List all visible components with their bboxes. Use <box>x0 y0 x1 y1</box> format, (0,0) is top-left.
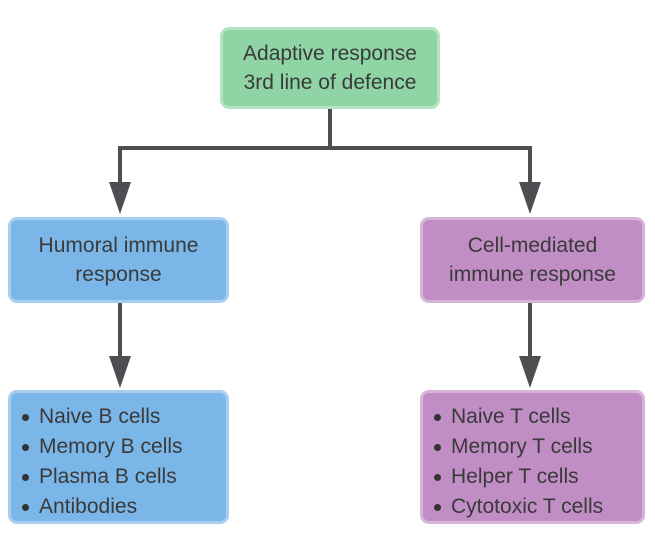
humoral-response-box: Humoral immune response <box>8 217 229 303</box>
list-item: Cytotoxic T cells <box>434 492 645 522</box>
arrowhead-humoral <box>109 182 131 214</box>
list-item: Naive T cells <box>434 402 645 432</box>
arrowhead-humoral-list <box>109 356 131 388</box>
bullet-icon <box>434 443 441 451</box>
t-cell-list-box: Naive T cells Memory T cells Helper T ce… <box>420 390 645 524</box>
list-item: Naive B cells <box>22 402 229 432</box>
list-item: Memory T cells <box>434 432 645 462</box>
list-item: Plasma B cells <box>22 462 229 492</box>
list-item: Helper T cells <box>434 462 645 492</box>
list-item: Antibodies <box>22 492 229 522</box>
list-item-label: Naive B cells <box>39 405 161 428</box>
list-item-label: Plasma B cells <box>39 465 177 488</box>
t-cell-list: Naive T cells Memory T cells Helper T ce… <box>420 390 645 522</box>
list-item-label: Naive T cells <box>451 405 571 428</box>
arrowhead-cell-mediated <box>519 182 541 214</box>
bullet-icon <box>434 503 441 511</box>
cell-mediated-heading-line-1: Cell-mediated <box>467 234 598 257</box>
bullet-icon <box>22 473 29 481</box>
list-item-label: Memory B cells <box>39 435 183 458</box>
adaptive-response-box: Adaptive response 3rd line of defence <box>220 27 440 109</box>
b-cell-list: Naive B cells Memory B cells Plasma B ce… <box>8 390 229 522</box>
b-cell-list-box: Naive B cells Memory B cells Plasma B ce… <box>8 390 229 524</box>
arrowhead-cell-mediated-list <box>519 356 541 388</box>
adaptive-response-title: Adaptive response <box>243 42 417 65</box>
list-item-label: Helper T cells <box>451 465 579 488</box>
list-item: Memory B cells <box>22 432 229 462</box>
cell-mediated-heading-line-2: immune response <box>449 263 616 286</box>
bullet-icon <box>434 413 441 421</box>
bullet-icon <box>22 413 29 421</box>
humoral-heading-line-1: Humoral immune <box>38 234 199 257</box>
cell-mediated-response-box: Cell-mediated immune response <box>420 217 645 303</box>
bullet-icon <box>22 443 29 451</box>
humoral-heading-line-2: response <box>75 263 162 286</box>
list-item-label: Antibodies <box>39 495 138 518</box>
bullet-icon <box>22 503 29 511</box>
list-item-label: Cytotoxic T cells <box>451 495 604 518</box>
list-item-label: Memory T cells <box>451 435 593 458</box>
bullet-icon <box>434 473 441 481</box>
adaptive-response-subtitle: 3rd line of defence <box>243 71 417 94</box>
